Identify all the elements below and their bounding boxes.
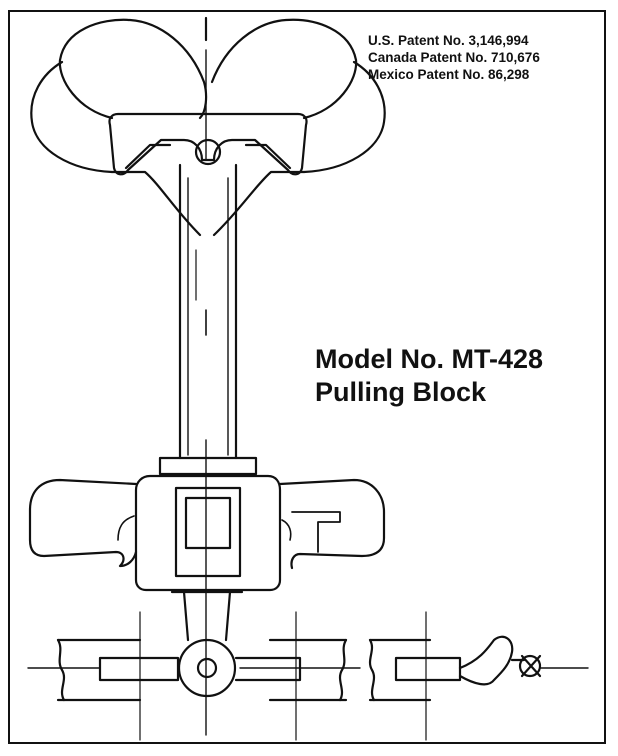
center-shank (178, 163, 238, 460)
lower-housing (134, 456, 282, 594)
left-side-wing (28, 478, 138, 568)
patent-mexico: Mexico Patent No. 86,298 (368, 67, 530, 82)
product-name: Pulling Block (315, 377, 487, 407)
left-sheave-wheel (30, 18, 208, 237)
model-title: Model No. MT-428 Pulling Block (315, 343, 543, 409)
patent-us: U.S. Patent No. 3,146,994 (368, 33, 529, 48)
patent-canada: Canada Patent No. 710,676 (368, 50, 540, 65)
diagram-frame (8, 10, 606, 744)
middle-conductor (234, 611, 348, 741)
right-sheave-wheel (210, 18, 386, 237)
bottom-pin-boss (177, 638, 237, 698)
left-conductor (56, 611, 180, 741)
top-pin (194, 138, 222, 166)
right-conductor-with-grip (368, 611, 542, 741)
right-side-wing (278, 478, 386, 570)
model-number: Model No. MT-428 (315, 344, 544, 374)
lower-stem (182, 590, 232, 642)
patent-numbers: U.S. Patent No. 3,146,994 Canada Patent … (368, 32, 540, 83)
t-head-crossbar (108, 112, 308, 176)
